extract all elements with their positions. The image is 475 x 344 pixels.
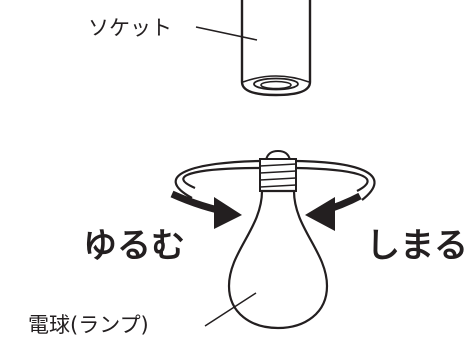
socket-body (240, 0, 312, 97)
bulb-base (259, 149, 297, 192)
rotation-ring (174, 159, 376, 201)
socket (240, 0, 312, 97)
socket-label: ソケット (88, 16, 172, 40)
bulb-contact-tip (265, 149, 291, 161)
loosen-arrowhead-icon (214, 197, 242, 229)
bulb-label: 電球(ランプ) (28, 313, 149, 337)
loosen-arrow (170, 190, 242, 229)
socket-thread-inner (260, 80, 292, 90)
loosen-label: ゆるむ (83, 226, 185, 266)
bulb-leader-line (204, 292, 257, 327)
socket-rim (242, 75, 310, 83)
tighten-arrowhead-icon (305, 197, 335, 231)
socket-thread (253, 77, 299, 91)
tighten-arrow (305, 192, 362, 231)
socket-leader-line (195, 26, 258, 41)
tighten-label: しまる (366, 226, 468, 266)
